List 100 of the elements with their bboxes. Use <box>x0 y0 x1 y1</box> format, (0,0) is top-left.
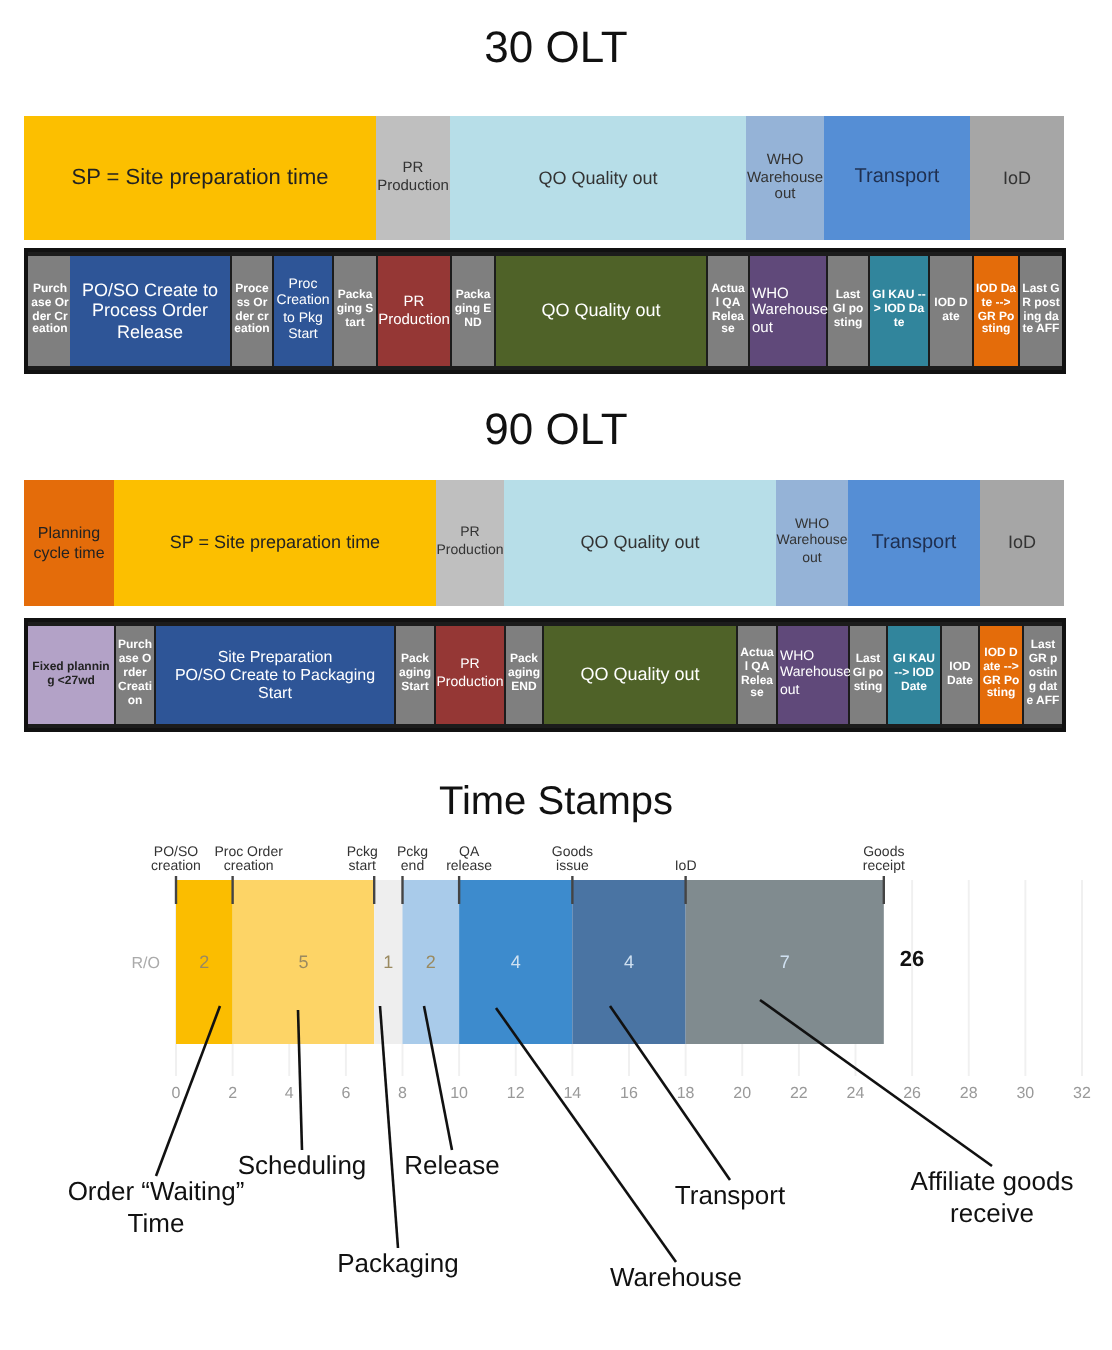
callout-label: Warehouse <box>600 1262 752 1294</box>
step-cell <box>436 626 504 724</box>
axis-tick-label: 6 <box>341 1084 351 1102</box>
step-cell <box>778 626 848 724</box>
step-label: QO Quality out <box>580 664 700 686</box>
callout-label: Transport <box>660 1180 800 1212</box>
step-cell <box>738 626 776 724</box>
leader-line <box>422 1005 454 1151</box>
section-heading: 90 OLT <box>482 406 630 455</box>
axis-tick-label: 10 <box>450 1084 469 1102</box>
step-cell <box>544 626 736 724</box>
step-cell <box>334 256 376 366</box>
leader-line <box>759 998 993 1168</box>
step-cell <box>274 256 332 366</box>
phase-label: Transport <box>871 531 957 555</box>
callout-label: Packaging <box>332 1248 464 1280</box>
step-cell <box>506 626 542 724</box>
data-label: 5 <box>298 952 309 972</box>
axis-tick-label: 24 <box>846 1084 865 1102</box>
axis-tick-label: 0 <box>171 1084 181 1102</box>
axis-tick-label: 12 <box>506 1084 525 1102</box>
phase-band <box>114 480 436 606</box>
data-label: 2 <box>199 952 210 972</box>
axis-tick-label: 4 <box>284 1084 294 1102</box>
data-label: 4 <box>624 952 634 972</box>
step-label: Site Preparation <box>217 647 333 666</box>
callout-label: Affiliate goods receive <box>892 1166 1092 1229</box>
step-cell <box>850 626 886 724</box>
phase-band <box>24 480 114 606</box>
step-cell <box>930 256 972 366</box>
leader-line <box>154 1005 222 1177</box>
step-cell <box>396 626 434 724</box>
phase-label: IoD <box>1002 167 1031 189</box>
leader-line <box>378 1005 400 1249</box>
phase-label: IoD <box>1007 532 1036 554</box>
leader-line <box>608 1005 732 1181</box>
phase-band <box>824 116 970 240</box>
step-cell <box>980 626 1022 724</box>
step-label: PO/SO Create to Packaging Start <box>172 665 378 703</box>
step-cell <box>496 256 706 366</box>
leader-line <box>296 1009 304 1151</box>
step-cell <box>452 256 494 366</box>
section-heading: Time Stamps <box>436 780 676 824</box>
step-label: QO Quality out <box>541 300 661 322</box>
axis-tick-label: 2 <box>228 1084 238 1102</box>
callout-label: Order “Waiting” Time <box>64 1176 248 1239</box>
timeline-frame <box>24 618 1066 732</box>
phase-band <box>504 480 776 606</box>
step-cell <box>378 256 450 366</box>
axis-tick-label: 22 <box>789 1084 808 1102</box>
step-cell <box>28 626 114 724</box>
phase-band <box>436 480 504 606</box>
phase-label: QO Quality out <box>580 532 700 554</box>
axis-tick-label: 14 <box>563 1084 582 1102</box>
step-cell <box>116 626 154 724</box>
step-cell <box>28 256 72 366</box>
step-cell <box>1024 626 1062 724</box>
phase-band <box>848 480 980 606</box>
data-label: 1 <box>383 952 394 972</box>
section-heading: 30 OLT <box>482 24 630 73</box>
data-label: 4 <box>510 952 521 972</box>
phase-band <box>980 480 1064 606</box>
step-cell <box>888 626 940 724</box>
step-label: PO/SO Create to Process Order Release <box>79 279 221 343</box>
phase-band <box>776 480 848 606</box>
phase-label: SP = Site preparation time <box>169 532 381 554</box>
step-cell <box>828 256 868 366</box>
step-cell <box>1020 256 1062 366</box>
category-label: R/O <box>131 954 160 972</box>
phase-label: SP = Site preparation time <box>71 165 329 191</box>
phase-label: Transport <box>854 166 940 190</box>
axis-tick-label: 28 <box>959 1084 978 1102</box>
axis-tick-label: 30 <box>1016 1084 1035 1102</box>
total-label: 26 <box>899 948 925 972</box>
step-cell <box>156 626 394 724</box>
phase-band <box>376 116 450 240</box>
leader-line <box>494 1007 678 1263</box>
timeline-frame <box>24 248 1066 374</box>
step-cell <box>232 256 272 366</box>
axis-tick-label: 18 <box>676 1084 695 1102</box>
step-cell <box>870 256 928 366</box>
phase-band <box>24 116 376 240</box>
step-cell <box>942 626 978 724</box>
step-cell <box>70 256 230 366</box>
axis-tick-label: 26 <box>903 1084 922 1102</box>
step-cell <box>708 256 748 366</box>
phase-label: QO Quality out <box>538 167 658 189</box>
axis-tick-label: 16 <box>620 1084 638 1102</box>
callout-label: Scheduling <box>236 1150 368 1182</box>
data-label: 7 <box>779 952 790 972</box>
step-cell <box>974 256 1018 366</box>
axis-tick-label: 8 <box>398 1084 407 1102</box>
axis-tick-label: 32 <box>1073 1084 1091 1102</box>
phase-band <box>746 116 824 240</box>
callout-label: Release <box>400 1150 504 1182</box>
axis-tick-label: 20 <box>733 1084 752 1102</box>
data-label: 2 <box>425 952 436 972</box>
phase-label: Planning cycle time <box>31 524 107 562</box>
phase-band <box>450 116 746 240</box>
step-cell <box>750 256 826 366</box>
